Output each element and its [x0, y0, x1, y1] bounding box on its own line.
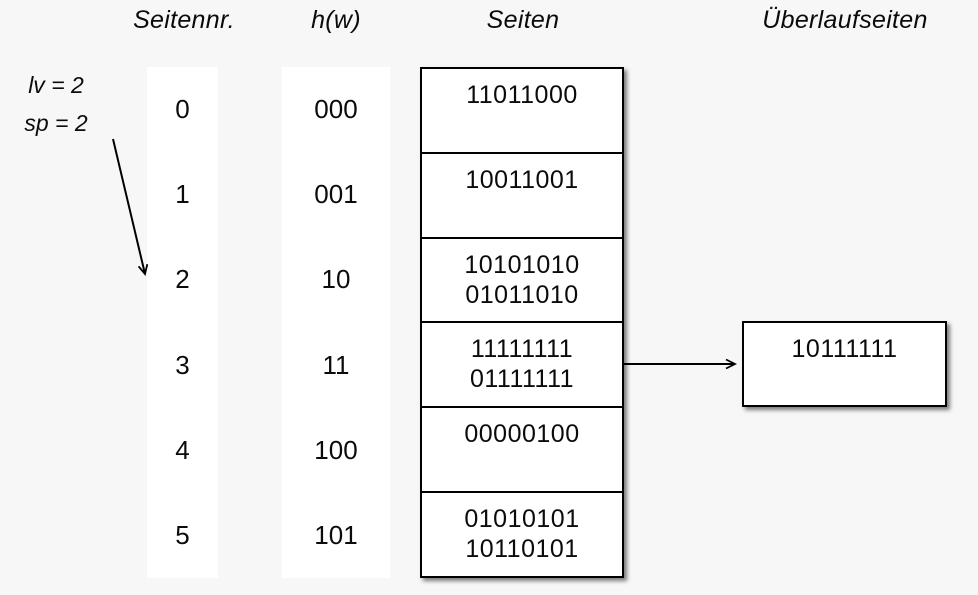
page-number: 3: [175, 349, 190, 380]
hash-value: 001: [314, 179, 358, 210]
bucket-entry: 11011000: [466, 81, 578, 109]
page-number-column: 0 1 2 3 4 5: [147, 67, 218, 578]
column-header-hash-function: h(w): [311, 6, 361, 34]
bucket-entry: 10101010: [464, 250, 580, 279]
hash-value: 100: [314, 434, 358, 465]
bucket-entry: 01111111: [469, 365, 575, 394]
bucket-entry: 10011001: [465, 165, 579, 194]
hash-value: 11: [322, 349, 350, 380]
bucket-entry: 01011010: [465, 280, 579, 309]
overflow-entry: 10111111: [791, 335, 898, 363]
split-pointer-value: sp = 2: [24, 110, 88, 136]
bucket-entry: 10110101: [465, 535, 579, 564]
column-header-pages: Seiten: [486, 6, 560, 34]
page-number: 1: [175, 179, 190, 210]
page-bucket-2: 10101010 01011010: [422, 239, 622, 324]
page-bucket-4: 00000100: [422, 408, 622, 494]
page-number: 4: [175, 434, 190, 465]
page-number: 2: [175, 264, 190, 295]
hash-value: 101: [314, 519, 358, 550]
hash-value: 10: [321, 264, 351, 295]
pages-table: 11011000 10011001 10101010 01011010 1111…: [420, 67, 624, 578]
column-header-page-number: Seitennr.: [133, 6, 235, 34]
overflow-page-box: 10111111: [742, 321, 947, 407]
bucket-entry: 01010101: [464, 505, 580, 534]
bucket-entry: 11111111: [470, 335, 574, 364]
split-pointer-arrow: [112, 138, 149, 276]
bucket-entry: 00000100: [464, 420, 580, 449]
page-number: 0: [175, 94, 190, 125]
page-number: 5: [175, 519, 190, 550]
level-value: lv = 2: [28, 72, 84, 98]
page-bucket-0: 11011000: [422, 69, 622, 154]
hash-value: 000: [314, 94, 358, 125]
page-bucket-1: 10011001: [422, 154, 622, 239]
column-header-overflow-pages: Überlaufseiten: [762, 6, 928, 34]
state-annotation: lv = 2 sp = 2: [8, 66, 104, 142]
page-bucket-5: 01010101 10110101: [422, 493, 622, 576]
page-bucket-3: 11111111 01111111: [422, 323, 622, 409]
hash-value-column: 000 001 10 11 100 101: [282, 67, 390, 578]
